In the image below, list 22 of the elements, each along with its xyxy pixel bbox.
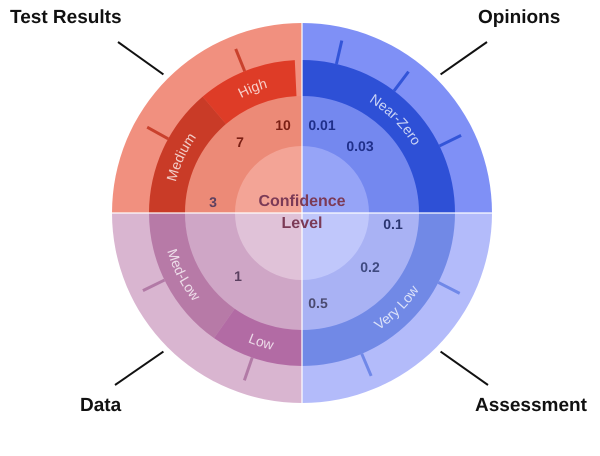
scale-value: 10 xyxy=(275,117,291,133)
confidence-band-segment xyxy=(149,96,226,213)
leader-line xyxy=(114,350,164,386)
leader-line xyxy=(440,41,488,76)
band-label: High xyxy=(235,75,269,101)
scale-value: 7 xyxy=(236,134,244,150)
quadrant-label: Test Results xyxy=(10,7,122,29)
quadrant-label: Opinions xyxy=(478,7,560,29)
scale-value: 0.5 xyxy=(308,295,328,311)
confidence-band-segment xyxy=(214,308,302,366)
scale-value: 0.1 xyxy=(383,216,403,232)
quadrant-label: Assessment xyxy=(475,395,587,417)
center-title: Confidence Level xyxy=(257,192,347,234)
scale-value: 1 xyxy=(234,268,242,284)
confidence-band-segment xyxy=(149,213,235,338)
quadrant-label: Data xyxy=(80,395,122,417)
leader-line xyxy=(117,41,164,76)
scale-value: 0.2 xyxy=(360,259,380,275)
scale-value: 3 xyxy=(209,194,217,210)
band-label: Low xyxy=(246,330,276,353)
scale-value: 0.01 xyxy=(308,117,336,133)
leader-line xyxy=(440,350,489,386)
